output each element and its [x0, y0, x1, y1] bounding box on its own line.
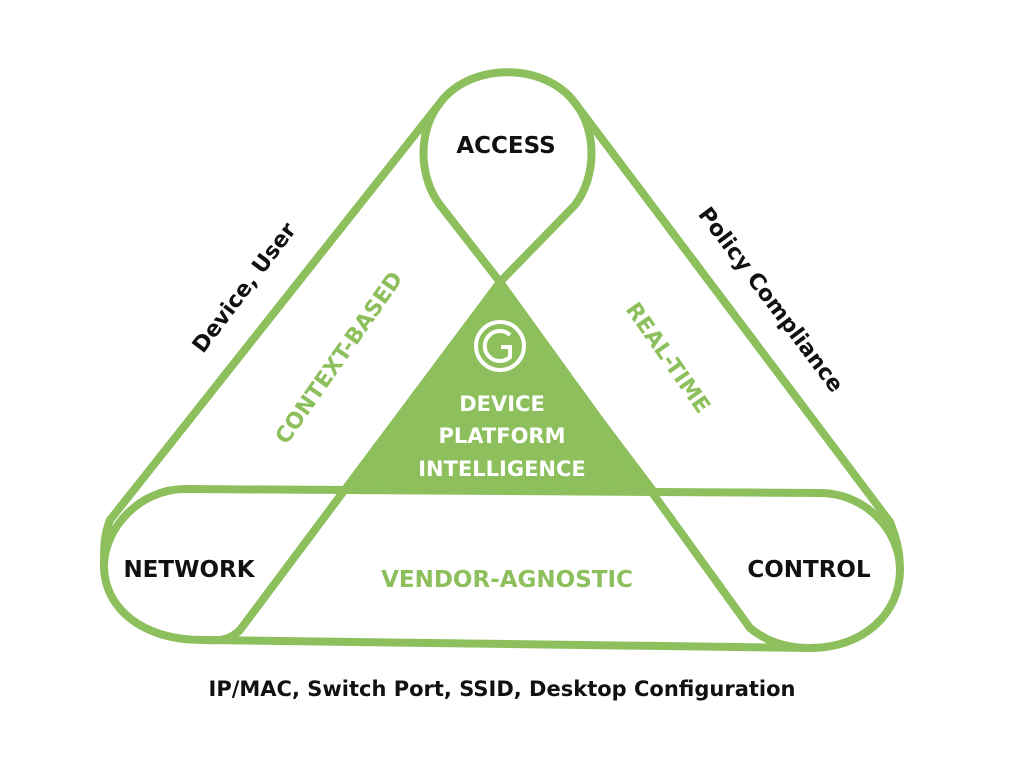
inner-label-vendor-agnostic: VENDOR-AGNOSTIC — [381, 567, 633, 593]
g-circle-logo-icon — [474, 320, 526, 372]
center-line-3: INTELLIGENCE — [418, 457, 586, 481]
inner-right-diagonal — [496, 278, 754, 632]
right-outer-edge — [571, 99, 894, 526]
center-line-2: PLATFORM — [439, 424, 566, 448]
left-outer-edge — [106, 99, 444, 524]
node-access: ACCESS — [456, 133, 555, 159]
inner-left-diagonal — [236, 278, 504, 634]
outer-label-network-attributes: IP/MAC, Switch Port, SSID, Desktop Confi… — [209, 677, 796, 701]
left-loop — [100, 485, 244, 645]
center-triangle — [343, 281, 659, 492]
node-network: NETWORK — [123, 557, 255, 583]
outer-label-device-user: Device, User — [188, 218, 302, 358]
inner-label-real-time: REAL-TIME — [620, 298, 714, 418]
bottom-outer-edge — [201, 636, 814, 652]
node-control: CONTROL — [747, 557, 871, 583]
horizontal-band-top — [181, 485, 824, 497]
right-loop — [746, 489, 904, 652]
top-loop — [419, 68, 596, 286]
center-line-1: DEVICE — [459, 392, 545, 416]
